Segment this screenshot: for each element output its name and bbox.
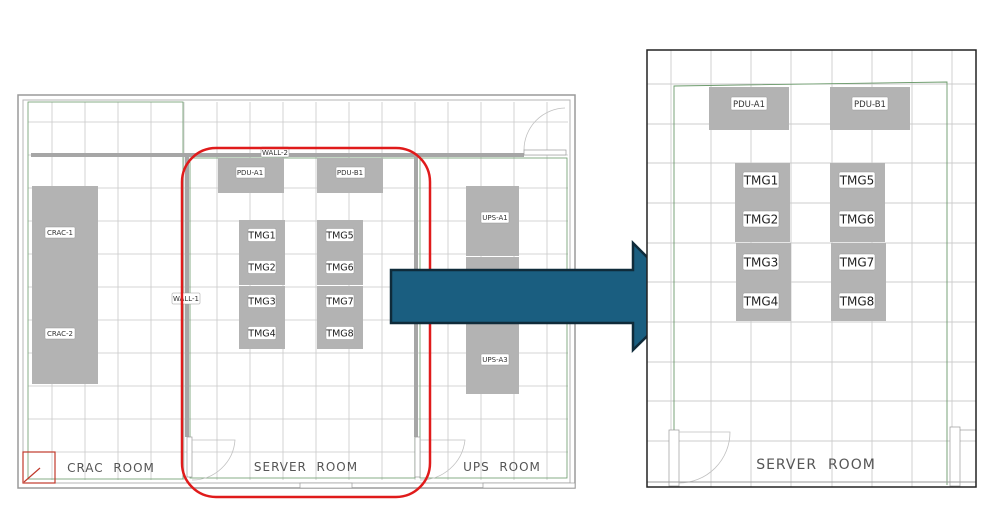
- pdu-a1: PDU-A1: [218, 158, 284, 193]
- rack-tmg8: TMG8: [838, 292, 876, 310]
- detail-server-room: PDU-A1 PDU-B1 TMG1TMG2TMG3TMG4TMG5TMG6TM…: [646, 49, 977, 488]
- rack-tmg1: TMG1: [247, 228, 277, 242]
- detail-pdu-a1: PDU-A1: [709, 87, 789, 130]
- rack-label-box: [325, 260, 355, 274]
- rack-tmg5: TMG5: [838, 171, 876, 189]
- detail-room-boundary: [673, 81, 948, 485]
- rack-label: TMG4: [743, 294, 779, 308]
- detail-pdu-a1-label: PDU-A1: [733, 100, 765, 110]
- detail-background: [647, 50, 976, 487]
- rack-label-box: [742, 292, 780, 310]
- rack-label: TMG6: [325, 263, 353, 274]
- rack-tmg4: TMG4: [247, 326, 277, 340]
- rack-tmg6: TMG6: [325, 260, 355, 274]
- rack-label-box: [742, 210, 780, 228]
- door-frame-server: [186, 436, 193, 478]
- rack-label: TMG8: [325, 329, 353, 340]
- rack-label: TMG7: [839, 255, 875, 269]
- rack-label: TMG6: [839, 212, 875, 226]
- rack-label-box: [247, 228, 277, 242]
- ups-a3-tag: UPS-A3: [480, 353, 510, 366]
- ups-room-label: UPS ROOM: [463, 460, 541, 474]
- door-swing-ups-bottom: [419, 439, 466, 481]
- crac-1-label: CRAC-1: [47, 229, 73, 237]
- rack-tmg1: TMG1: [742, 171, 780, 189]
- rack-tmg7: TMG7: [325, 294, 355, 308]
- rack-label-box: [325, 326, 355, 340]
- rack-label: TMG1: [247, 231, 275, 242]
- rack-label: TMG2: [743, 212, 779, 226]
- door-swing-ups: [523, 107, 566, 151]
- detail-frame: [646, 49, 977, 488]
- rack-tmg2: TMG2: [742, 210, 780, 228]
- rack-label: TMG2: [247, 263, 275, 274]
- pdu-a1-label: PDU-A1: [237, 169, 263, 177]
- detail-pdu-b1: PDU-B1: [830, 87, 910, 130]
- pdu-b1: PDU-B1: [317, 158, 383, 193]
- rack-tmg6: TMG6: [838, 210, 876, 228]
- crac-2-label: CRAC-2: [47, 330, 73, 338]
- rack-label: TMG5: [839, 173, 875, 187]
- rack-label-box: [838, 171, 876, 189]
- corner-marker: [22, 451, 56, 484]
- door-swing-server: [191, 439, 236, 481]
- door-ups: [523, 149, 567, 156]
- rack-tmg8: TMG8: [325, 326, 355, 340]
- rack-tmg3: TMG3: [247, 294, 277, 308]
- crac-2: CRAC-2: [44, 327, 76, 340]
- bottom-opening-server: [299, 482, 353, 489]
- door-frame-ups: [414, 436, 421, 478]
- rack-label-box: [247, 294, 277, 308]
- rack-tmg3: TMG3: [742, 253, 780, 271]
- bottom-opening-ups: [482, 482, 576, 489]
- rack-label: TMG8: [839, 294, 875, 308]
- detail-pdu-b1-label: PDU-B1: [854, 100, 886, 110]
- detail-room-label: SERVER ROOM: [756, 457, 876, 473]
- rack-label: TMG4: [247, 329, 275, 340]
- pdu-b1-label: PDU-B1: [337, 169, 363, 177]
- detail-door-frame-right: [949, 426, 961, 487]
- rack-label-box: [247, 260, 277, 274]
- ups-a1-tag: UPS-A1: [480, 211, 510, 224]
- crac-room-label: CRAC ROOM: [67, 461, 155, 475]
- ups-a1-label: UPS-A1: [482, 214, 507, 222]
- server-room-label: SERVER ROOM: [254, 460, 358, 474]
- rack-label-box: [742, 171, 780, 189]
- rack-tmg4: TMG4: [742, 292, 780, 310]
- rack-label-box: [247, 326, 277, 340]
- rack-label: TMG7: [325, 297, 353, 308]
- rack-label-box: [742, 253, 780, 271]
- crac-unit-block: [32, 186, 98, 384]
- rack-label: TMG3: [247, 297, 275, 308]
- rack-label-box: [838, 210, 876, 228]
- rack-label-box: [325, 228, 355, 242]
- wall-2-label: WALL-2: [262, 149, 288, 157]
- wall-2-tag: WALL-2: [260, 146, 290, 158]
- rack-tmg7: TMG7: [838, 253, 876, 271]
- rack-tmg2: TMG2: [247, 260, 277, 274]
- detail-door-frame-left: [668, 429, 680, 487]
- rack-label-box: [838, 292, 876, 310]
- rack-label: TMG5: [325, 231, 353, 242]
- ups-a3-label: UPS-A3: [482, 356, 507, 364]
- rack-label: TMG3: [743, 255, 779, 269]
- crac-1: CRAC-1: [44, 226, 76, 239]
- rack-label: TMG1: [743, 173, 779, 187]
- wall-1-label: WALL-1: [173, 295, 199, 303]
- rack-label-box: [838, 253, 876, 271]
- rack-tmg5: TMG5: [325, 228, 355, 242]
- wall-1-tag: WALL-1: [171, 292, 201, 305]
- rack-label-box: [325, 294, 355, 308]
